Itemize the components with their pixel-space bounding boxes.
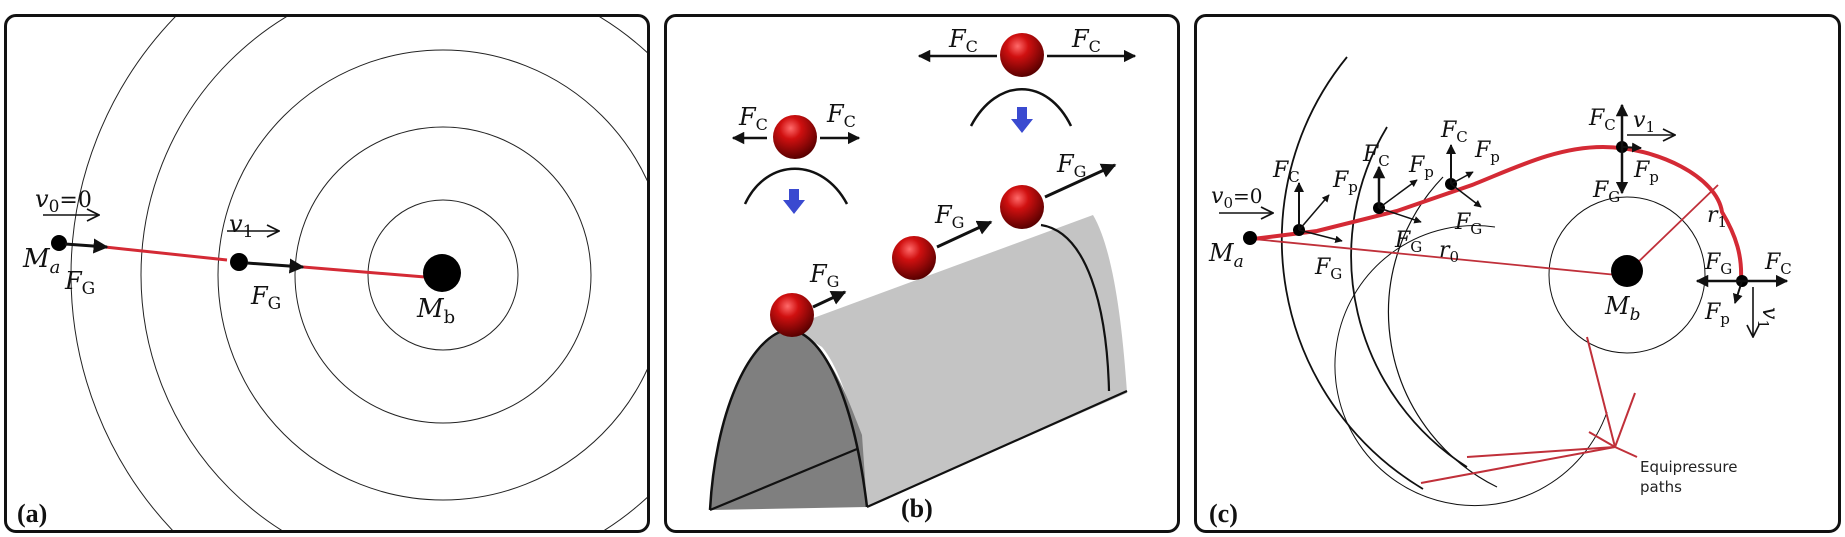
point-1-fp-arrow (1298, 194, 1330, 231)
inset-large-down-arrow (1011, 107, 1033, 133)
mass-b-label: Mb (1604, 292, 1640, 325)
point-1-fc-label: FC (1272, 158, 1300, 186)
radius-r0-line (1252, 238, 1618, 276)
initial-velocity-label: v0=0 (35, 185, 92, 217)
ball-3 (1000, 185, 1044, 229)
radius-r0-label: r0 (1439, 238, 1459, 266)
annotation-line-1: Equipressure (1640, 458, 1737, 476)
annotation-pointers (1420, 336, 1638, 484)
panel-a: Mb Ma FG v0=0 FG v1 (a) (4, 14, 650, 533)
force-arrow-ball-3 (1044, 163, 1117, 199)
force-label-ball-1: FG (809, 260, 839, 291)
force-label-ball-3: FG (1056, 150, 1086, 181)
force-arrow-1 (64, 238, 109, 254)
velocity-1-label: v1 (229, 210, 253, 242)
equipotential-circles (70, 17, 647, 530)
inset-small-fc-right-label: FC (826, 100, 856, 131)
inset-large-ball (1000, 33, 1044, 77)
point-2-fp-label: Fp (1408, 153, 1434, 181)
point-top-fg-label: FG (1592, 178, 1620, 206)
point-3-fp-arrow (1450, 171, 1474, 185)
point-right-fc-label: FC (1764, 250, 1792, 278)
point-3-fg-label: FG (1454, 210, 1482, 238)
falling-mass (230, 253, 248, 271)
mass-a-label: Ma (1208, 239, 1244, 272)
point-2-fg-arrow (1378, 207, 1422, 224)
point-3-fc-label: FC (1440, 118, 1468, 146)
point-right-fp-label: Fp (1704, 300, 1730, 328)
point-1-fg-label: FG (1314, 255, 1342, 283)
gravity-field-diagram: Mb Ma FG v0=0 FG v1 (a) (17, 17, 647, 530)
point-right-fg-label: FG (1704, 250, 1732, 278)
inset-large-arc (969, 88, 1073, 127)
point-2-fc-label: FC (1362, 142, 1390, 170)
ridge-surface (789, 215, 1127, 507)
ridge-front-face (710, 329, 867, 510)
point-top-fc-label: FC (1588, 106, 1616, 134)
mass-a (51, 235, 67, 251)
point-1-fg-arrow (1298, 229, 1343, 243)
panel-letter-a: (a) (17, 499, 47, 528)
panel-c: Mb Ma v0=0 FC Fp FG FC Fp FG FC Fp FG r0… (1194, 14, 1841, 533)
mass-b (423, 254, 461, 292)
ball-2 (892, 236, 936, 280)
radius-r1-label: r1 (1707, 203, 1727, 231)
panel-b: FG FG FG FC FC FC FC (b) (664, 14, 1180, 533)
point-right-velocity-label: v1 (1754, 307, 1782, 329)
mass-a (1243, 231, 1257, 245)
point-2-fg-label: FG (1394, 228, 1422, 256)
point-right-fp-arrow (1732, 280, 1743, 304)
fall-path (104, 245, 426, 279)
force-label-ball-2: FG (934, 201, 964, 232)
point-top-velocity-label: v1 (1633, 108, 1655, 136)
inset-small-down-arrow (783, 189, 805, 214)
equipressure-trajectory (1252, 144, 1744, 280)
inset-small-ball (773, 115, 817, 159)
ridge-base-edge-left (709, 447, 858, 512)
mass-b (1611, 255, 1643, 287)
force-label-1: FG (64, 267, 95, 299)
point-1-fp-label: Fp (1332, 168, 1358, 196)
force-label-2: FG (250, 282, 281, 314)
ridge-base-edge-right (866, 389, 1128, 509)
point-2-fp-arrow (1378, 179, 1418, 209)
initial-velocity-label: v0=0 (1211, 184, 1262, 212)
point-top-fp-label: Fp (1633, 158, 1659, 186)
radius-r1-line (1632, 184, 1719, 268)
ridge-back-outline (1040, 223, 1111, 392)
inset-large-fc-right-label: FC (1071, 25, 1101, 56)
point-3-fp-label: Fp (1474, 138, 1500, 166)
ridge-diagram: FG FG FG FC FC FC FC (b) (708, 25, 1137, 523)
mass-b-label: Mb (416, 294, 455, 328)
force-arrow-ball-2 (936, 220, 993, 249)
force-arrow-2 (246, 258, 305, 274)
ball-1 (770, 293, 814, 337)
point-3-fg-arrow (1450, 183, 1482, 208)
panel-letter-c: (c) (1209, 499, 1238, 528)
inset-small-fc-left-label: FC (738, 103, 768, 134)
point-top-fp-arrow (1621, 142, 1642, 153)
force-arrow-ball-1 (812, 290, 847, 309)
inset-small-arc (743, 167, 849, 205)
equipressure-diagram: Mb Ma v0=0 FC Fp FG FC Fp FG FC Fp FG r0… (1208, 56, 1792, 528)
mass-a-label: Ma (22, 244, 60, 278)
annotation-line-2: paths (1640, 478, 1682, 496)
inset-large-fc-left-label: FC (948, 25, 978, 56)
panel-letter-b: (b) (901, 494, 933, 523)
